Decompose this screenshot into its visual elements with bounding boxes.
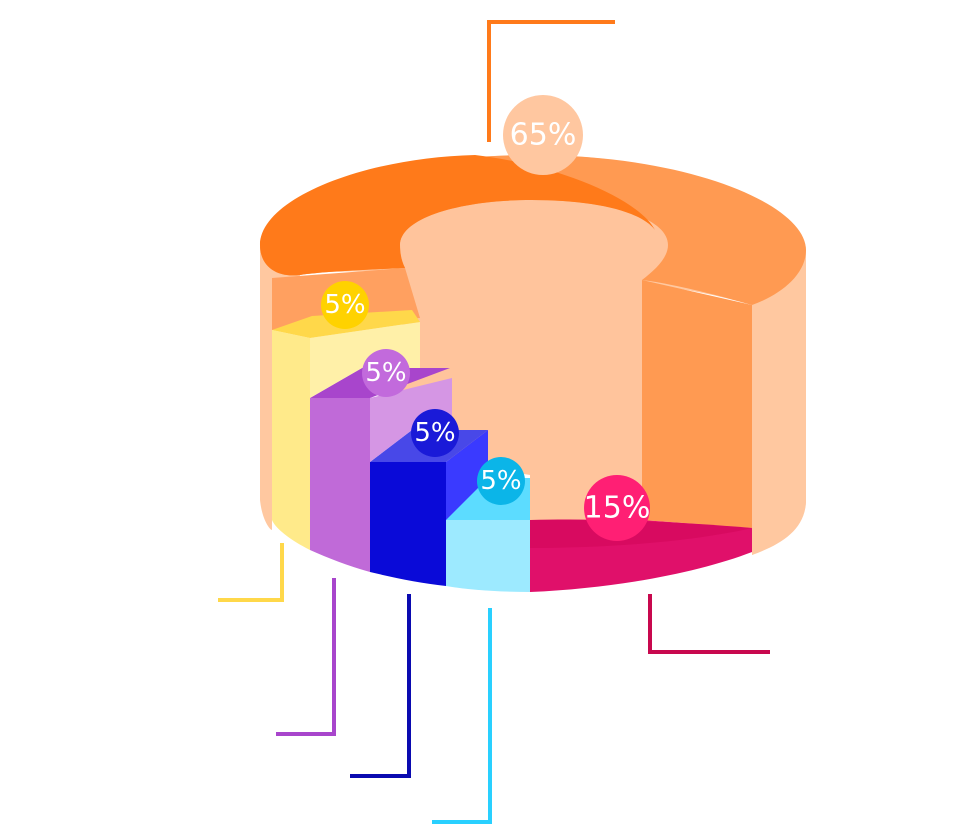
badge-cyan-circle	[477, 457, 525, 505]
badge-orange-circle	[503, 95, 583, 175]
slice-yellow-front	[272, 330, 310, 550]
value-badges: 65% 15% 5% 5% 5% 5%	[321, 95, 650, 541]
leader-lines	[218, 20, 770, 824]
slice-cyan-front	[446, 520, 530, 592]
badge-purple: 5%	[362, 349, 410, 397]
badge-blue-circle	[411, 409, 459, 457]
badge-yellow: 5%	[321, 281, 369, 329]
badge-purple-circle	[362, 349, 410, 397]
leader-line-blue	[350, 594, 411, 778]
leader-line-cyan	[432, 608, 492, 824]
badge-magenta-circle	[584, 475, 650, 541]
badge-purple-label: 5%	[365, 358, 406, 388]
badge-magenta-label: 15%	[584, 491, 651, 526]
slice-purple-front	[310, 398, 370, 572]
leader-line-yellow	[218, 543, 284, 602]
slice-orange-top-dark	[260, 155, 655, 276]
slice-blue-side	[446, 430, 488, 520]
badge-yellow-label: 5%	[324, 290, 365, 320]
badge-cyan-label: 5%	[480, 466, 521, 496]
badge-blue: 5%	[411, 409, 459, 457]
leader-line-magenta	[648, 594, 770, 654]
badge-cyan: 5%	[477, 457, 525, 505]
slice-yellow-side	[310, 322, 420, 398]
slice-magenta	[530, 519, 752, 592]
badge-blue-label: 5%	[414, 418, 455, 448]
slice-purple-side	[370, 378, 452, 462]
leader-line-purple	[276, 578, 336, 736]
badge-orange: 65%	[503, 95, 583, 175]
slice-magenta-highlight	[530, 528, 752, 592]
slice-orange-right-wall	[642, 280, 752, 528]
leader-line-orange	[487, 20, 615, 142]
badge-yellow-circle	[321, 281, 369, 329]
badge-orange-label: 65%	[510, 118, 577, 153]
slice-blue-front	[370, 462, 446, 586]
badge-magenta: 15%	[584, 475, 651, 541]
slice-magenta-front	[530, 519, 752, 548]
slice-orange-right-edge	[752, 250, 806, 555]
